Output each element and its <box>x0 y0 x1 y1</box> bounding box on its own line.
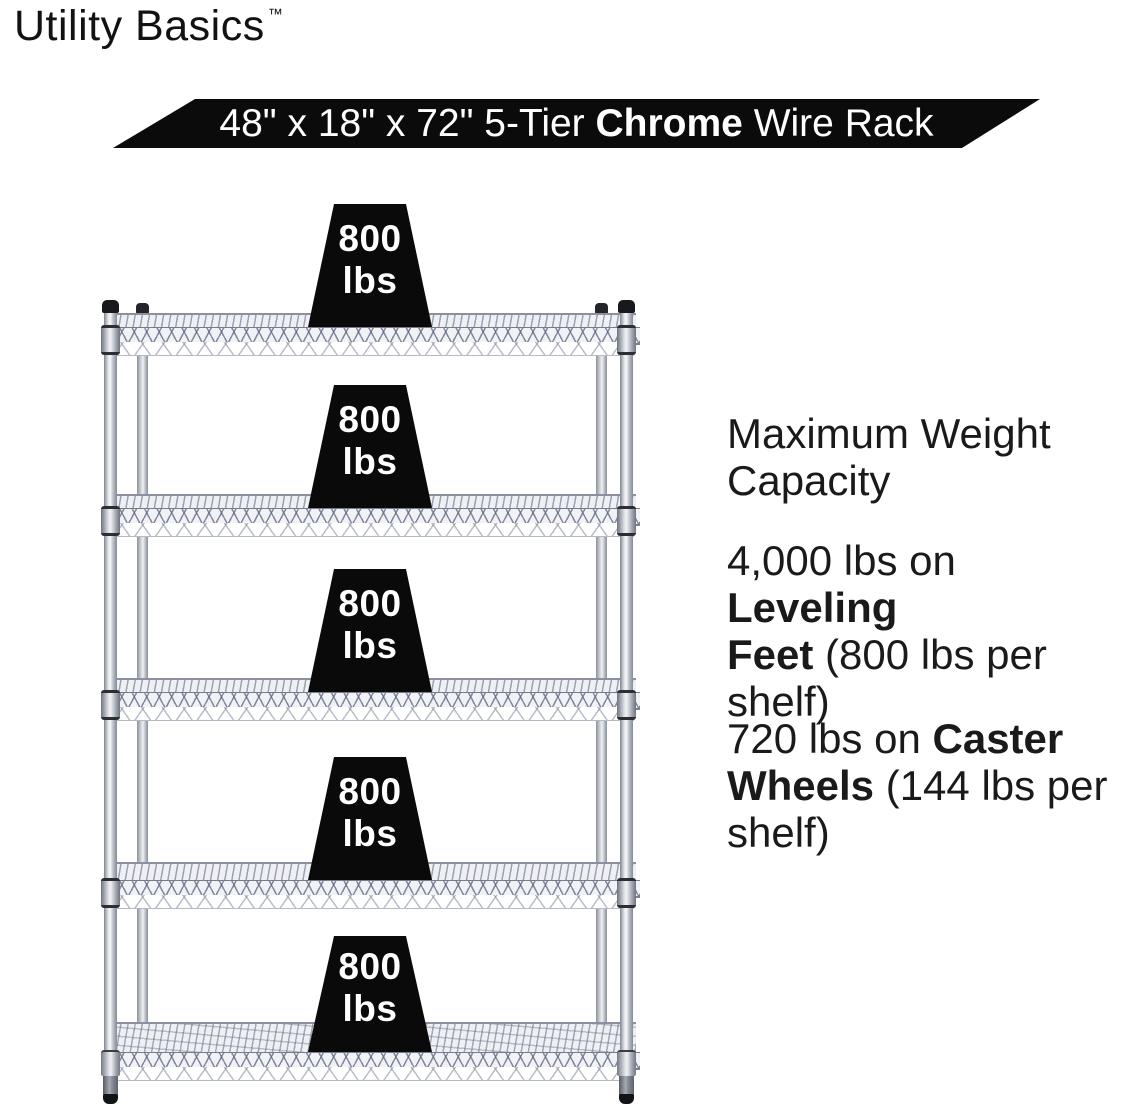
weight-badge-1: 800 lbs <box>308 204 432 327</box>
spec-text: (144 lbs per <box>874 762 1108 809</box>
weight-value: 800 <box>338 399 402 440</box>
left-foot-sleeve <box>101 1050 120 1076</box>
back-left-post <box>137 308 148 1030</box>
brand-name: Utility Basics <box>14 2 265 50</box>
back-left-post-cap <box>136 303 149 314</box>
front-left-post <box>104 305 117 1058</box>
front-left-post-cap <box>102 300 119 313</box>
shelf-3-truss <box>108 707 634 721</box>
weight-badge-3: 800 lbs <box>308 569 432 692</box>
collar-right-3 <box>617 690 636 720</box>
weight-value: 800 <box>338 218 402 259</box>
shelf-4-front-band <box>102 880 640 898</box>
shelf-5-front-band <box>102 1052 640 1070</box>
weight-unit: lbs <box>342 625 398 666</box>
back-right-post <box>596 308 607 1030</box>
right-foot-tip <box>619 1094 634 1104</box>
spec-bold-text: Leveling <box>727 584 898 631</box>
spec-bold-text: Caster <box>932 715 1064 762</box>
collar-right-4 <box>617 878 636 908</box>
weight-value: 800 <box>338 946 402 987</box>
collar-left-4 <box>101 878 120 908</box>
weight-value: 800 <box>338 771 402 812</box>
left-foot-tip <box>103 1094 118 1104</box>
spec-text: 4,000 lbs on <box>727 537 956 584</box>
shelf-1-truss <box>108 342 634 356</box>
right-foot-sleeve <box>617 1050 636 1076</box>
leveling-feet-spec: 4,000 lbs on Leveling Feet (800 lbs per … <box>727 537 1126 725</box>
collar-left-1 <box>101 325 120 355</box>
collar-right-1 <box>617 325 636 355</box>
max-weight-heading: Maximum Weight Capacity <box>727 410 1051 504</box>
shelf-5-truss <box>108 1067 634 1081</box>
weight-value: 800 <box>338 583 402 624</box>
spec-text: (800 lbs per <box>813 631 1047 678</box>
weight-badge-5: 800 lbs <box>308 936 432 1052</box>
weight-unit: lbs <box>342 988 398 1029</box>
spec-text: 720 lbs on <box>727 715 933 762</box>
front-right-post <box>620 305 633 1058</box>
collar-right-2 <box>617 506 636 536</box>
banner-text-bold: Chrome <box>595 101 743 145</box>
trademark-symbol: ™ <box>267 6 283 23</box>
left-leveling-foot <box>103 1076 118 1096</box>
spec-text: shelf) <box>727 678 830 725</box>
spec-bold-text: Feet <box>727 631 814 678</box>
weight-unit: lbs <box>342 813 398 854</box>
caster-wheels-spec: 720 lbs on Caster Wheels (144 lbs per sh… <box>727 715 1126 856</box>
banner-text-pre: 48" x 18" x 72" 5-Tier <box>219 101 596 145</box>
shelf-2-truss <box>108 523 634 537</box>
weight-badge-4: 800 lbs <box>308 757 432 880</box>
front-right-post-cap <box>618 300 635 313</box>
shelf-4-truss <box>108 895 634 909</box>
weight-unit: lbs <box>342 441 398 482</box>
collar-left-2 <box>101 506 120 536</box>
product-title-banner: 48" x 18" x 72" 5-Tier Chrome Wire Rack <box>113 99 1040 148</box>
collar-left-3 <box>101 690 120 720</box>
weight-badge-2: 800 lbs <box>308 385 432 508</box>
right-leveling-foot <box>619 1076 634 1096</box>
spec-bold-text: Wheels <box>727 762 875 809</box>
back-right-post-cap <box>595 303 608 314</box>
banner-text-post: Wire Rack <box>742 101 934 145</box>
spec-text: shelf) <box>727 809 830 856</box>
weight-unit: lbs <box>342 260 398 301</box>
